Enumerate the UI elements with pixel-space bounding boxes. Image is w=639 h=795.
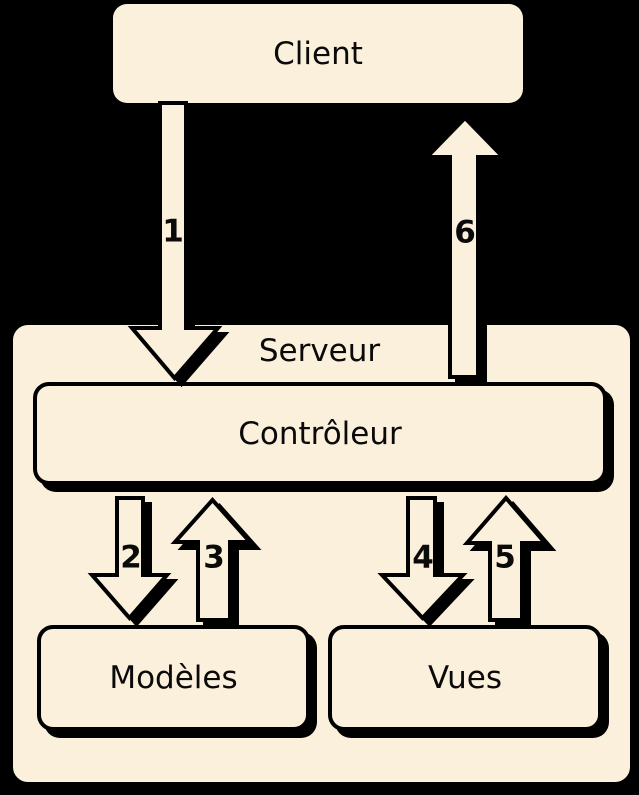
arrow-6-label: 6 — [454, 214, 476, 251]
arrow-2-label: 2 — [120, 539, 142, 576]
node-controller-label: Contrôleur — [238, 415, 402, 452]
node-views: Vues — [328, 625, 602, 731]
node-client: Client — [113, 4, 523, 103]
arrow-4-label: 4 — [412, 539, 434, 576]
arrow-1-label: 1 — [162, 213, 184, 250]
node-models: Modèles — [37, 625, 310, 731]
server-label: Serveur — [258, 333, 381, 369]
node-views-label: Vues — [428, 660, 502, 696]
node-models-label: Modèles — [109, 660, 238, 696]
arrow-3-label: 3 — [203, 539, 225, 576]
node-controller: Contrôleur — [33, 382, 607, 485]
arrow-5-label: 5 — [494, 539, 516, 576]
node-client-label: Client — [273, 35, 363, 72]
